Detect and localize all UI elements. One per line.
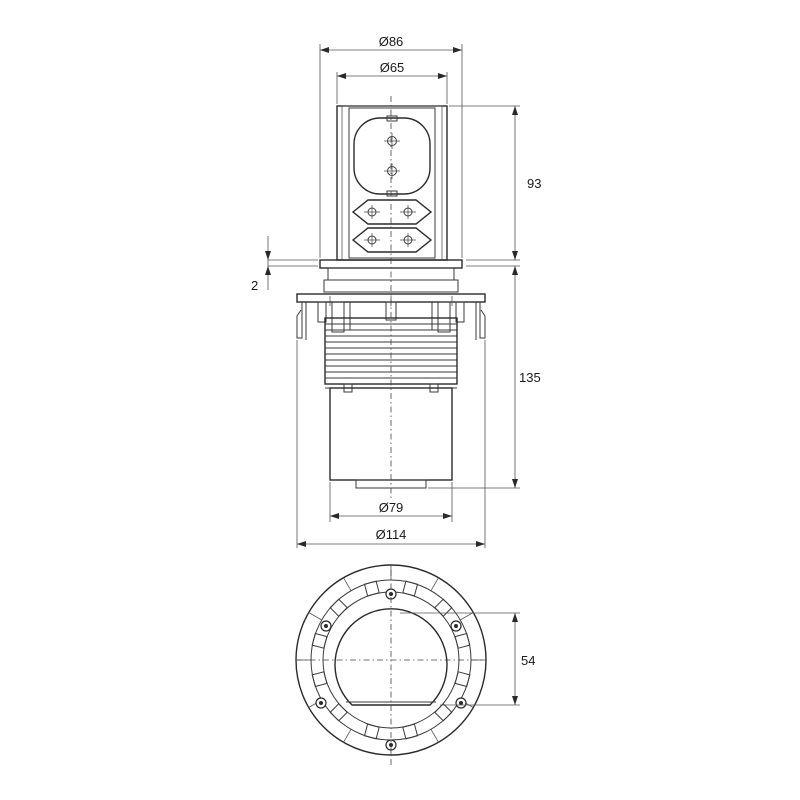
dimension-lines: Ø86 Ø65 93 2 135 Ø7 (251, 34, 541, 548)
ring-slot (454, 632, 471, 649)
dim-d86-label: Ø86 (379, 34, 404, 49)
ring-divider (308, 612, 322, 621)
dim-h135-label: 135 (519, 370, 541, 385)
ring-slot (329, 703, 348, 722)
top-view: 54 (295, 564, 535, 768)
ring-divider (343, 577, 352, 591)
euro-socket-icon (351, 199, 433, 225)
euro-socket-icon (351, 227, 433, 253)
dim-d65-label: Ø65 (380, 60, 405, 75)
ring-slot (434, 598, 453, 617)
dim-h93-label: 93 (527, 176, 541, 191)
lid-outline (334, 608, 448, 706)
dim-t2-label: 2 (251, 278, 258, 293)
ring-slot (402, 580, 419, 597)
screw-icon (450, 620, 462, 632)
ring-slot (402, 723, 419, 740)
ring-slot (311, 632, 328, 649)
dim-d79-label: Ø79 (379, 500, 404, 515)
ring-slot (311, 671, 328, 688)
dim-d114-label: Ø114 (376, 527, 407, 542)
screw-icon (320, 620, 332, 632)
screw-icon (455, 697, 467, 709)
ring-divider (430, 729, 439, 743)
ring-slot (454, 671, 471, 688)
ring-divider (460, 612, 474, 621)
dim-w54-label: 54 (521, 653, 535, 668)
socket-tower (336, 105, 448, 261)
screw-icon (315, 697, 327, 709)
ring-divider (430, 577, 439, 591)
ring-slot (363, 580, 380, 597)
ring-slot (329, 598, 348, 617)
ring-slot (434, 703, 453, 722)
schuko-socket-icon (353, 115, 431, 197)
ring-divider (343, 729, 352, 743)
side-view (296, 96, 486, 500)
ring-slot (363, 723, 380, 740)
